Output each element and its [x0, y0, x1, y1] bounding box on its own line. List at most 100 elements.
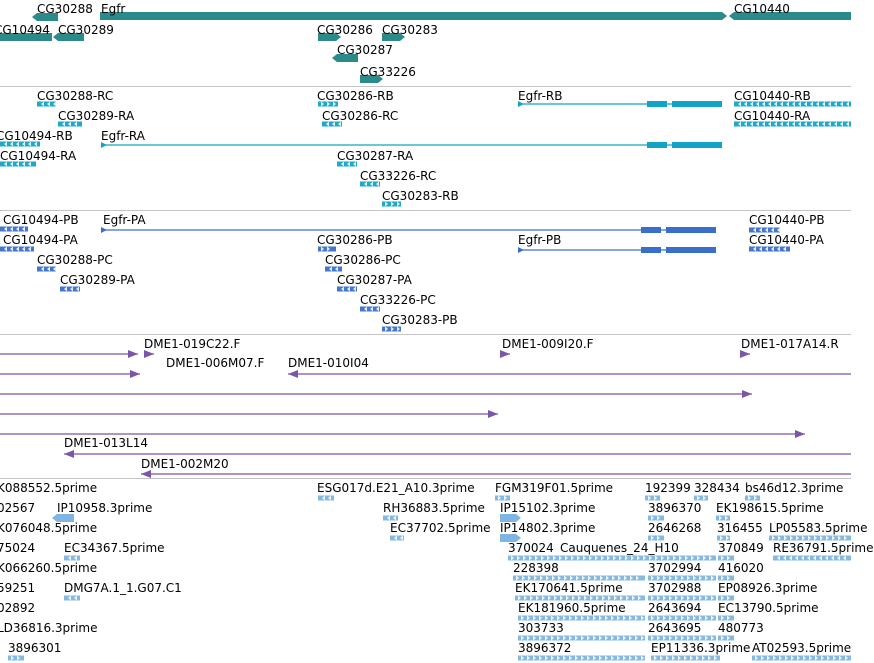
feature-glyph[interactable]	[0, 410, 498, 418]
feature-glyph[interactable]	[694, 495, 708, 501]
feature-label[interactable]: CG30286	[317, 23, 373, 37]
feature-label[interactable]: DME1-002M20	[141, 457, 229, 471]
feature-label[interactable]: CG33226	[360, 65, 416, 79]
feature-label[interactable]: 316455	[717, 521, 763, 535]
feature-label[interactable]: RE36791.5prime	[773, 541, 874, 555]
feature-label[interactable]: 2643695	[648, 621, 702, 635]
feature-glyph[interactable]	[729, 12, 851, 20]
feature-label[interactable]: 3896372	[518, 641, 572, 655]
feature-glyph[interactable]	[500, 534, 521, 542]
feature-glyph[interactable]	[518, 655, 645, 661]
feature-glyph[interactable]	[101, 142, 722, 148]
feature-glyph[interactable]	[0, 161, 36, 167]
feature-glyph[interactable]	[0, 390, 752, 398]
feature-label[interactable]: EK198615.5prime	[716, 501, 824, 515]
feature-label[interactable]: 3896301	[8, 641, 62, 655]
feature-glyph[interactable]	[8, 655, 24, 661]
feature-label[interactable]: 59251	[0, 581, 36, 595]
feature-label[interactable]: 370849	[718, 541, 764, 555]
feature-label[interactable]: ESG017d.E21_A10.3prime	[317, 481, 475, 495]
feature-glyph[interactable]	[360, 75, 383, 83]
feature-label[interactable]: CG30289	[58, 23, 114, 37]
feature-glyph[interactable]	[508, 555, 716, 561]
feature-glyph[interactable]	[37, 101, 56, 107]
feature-label[interactable]: CG33226-PC	[360, 293, 436, 307]
feature-label[interactable]: 480773	[718, 621, 764, 635]
feature-glyph[interactable]	[0, 141, 40, 147]
feature-label[interactable]: EK181960.5prime	[518, 601, 626, 615]
feature-glyph[interactable]	[383, 515, 398, 521]
feature-label[interactable]: 328434	[694, 481, 740, 495]
feature-label[interactable]: CG30286-PB	[317, 233, 393, 247]
feature-label[interactable]: CG10494-PB	[3, 213, 79, 227]
feature-glyph[interactable]	[390, 535, 404, 541]
feature-label[interactable]: 2643694	[648, 601, 702, 615]
feature-glyph[interactable]	[318, 33, 341, 41]
feature-label[interactable]: FGM319F01.5prime	[495, 481, 614, 495]
feature-label[interactable]: EP08926.3prime	[718, 581, 818, 595]
feature-label[interactable]: Egfr-PA	[103, 213, 146, 227]
feature-glyph[interactable]	[718, 615, 734, 621]
feature-label[interactable]: EC37702.5prime	[390, 521, 491, 535]
feature-label[interactable]: CG30288-PC	[37, 253, 113, 267]
feature-label[interactable]: Egfr	[101, 2, 126, 16]
feature-label[interactable]: Egfr-RA	[101, 129, 145, 143]
feature-label[interactable]: CG30286-PC	[325, 253, 401, 267]
feature-label[interactable]: DME1-009I20.F	[502, 337, 594, 351]
feature-label[interactable]: CG30289-PA	[60, 273, 135, 287]
feature-glyph[interactable]	[0, 226, 28, 232]
feature-label[interactable]: CG30287-PA	[337, 273, 412, 287]
feature-glyph[interactable]	[718, 635, 734, 641]
feature-glyph[interactable]	[500, 514, 521, 522]
feature-label[interactable]: 228398	[513, 561, 559, 575]
feature-glyph[interactable]	[734, 121, 851, 127]
feature-glyph[interactable]	[513, 575, 645, 581]
feature-label[interactable]: 3702988	[648, 581, 702, 595]
feature-label[interactable]: DME1-019C22.F	[144, 337, 241, 351]
feature-label[interactable]: CG30288-RC	[37, 89, 114, 103]
feature-label[interactable]: CG10494-RA	[0, 149, 77, 163]
feature-glyph[interactable]	[515, 595, 645, 601]
feature-label[interactable]: CG10440-RA	[734, 109, 811, 123]
feature-glyph[interactable]	[745, 495, 760, 501]
feature-glyph[interactable]	[648, 535, 664, 541]
feature-label[interactable]: CG10440-RB	[734, 89, 811, 103]
feature-label[interactable]: 3702994	[648, 561, 702, 575]
feature-label[interactable]: IP15102.3prime	[500, 501, 596, 515]
feature-glyph[interactable]	[718, 555, 734, 561]
feature-label[interactable]: CG30286-RC	[322, 109, 399, 123]
feature-glyph[interactable]	[64, 450, 851, 458]
feature-glyph[interactable]	[648, 615, 716, 621]
feature-label[interactable]: DME1-013L14	[64, 436, 148, 450]
feature-glyph[interactable]	[64, 595, 80, 601]
feature-label[interactable]: CG30288	[37, 2, 93, 16]
feature-glyph[interactable]	[773, 555, 851, 561]
feature-label[interactable]: K066260.5prime	[0, 561, 98, 575]
feature-glyph[interactable]	[37, 266, 56, 272]
feature-glyph[interactable]	[648, 515, 664, 521]
feature-glyph[interactable]	[718, 575, 734, 581]
feature-glyph[interactable]	[0, 33, 52, 41]
feature-label[interactable]: Egfr-RB	[518, 89, 563, 103]
feature-label[interactable]: CG33226-RC	[360, 169, 437, 183]
feature-glyph[interactable]	[58, 121, 82, 127]
feature-label[interactable]: CG10494-PA	[3, 233, 78, 247]
feature-glyph[interactable]	[337, 161, 357, 167]
feature-glyph[interactable]	[518, 247, 716, 253]
feature-glyph[interactable]	[318, 495, 334, 501]
feature-glyph[interactable]	[495, 495, 510, 501]
feature-label[interactable]: LP05583.5prime	[769, 521, 868, 535]
feature-glyph[interactable]	[360, 181, 380, 187]
feature-label[interactable]: EC34367.5prime	[64, 541, 165, 555]
feature-label[interactable]: RH36883.5prime	[383, 501, 485, 515]
feature-label[interactable]: CG30283	[382, 23, 438, 37]
feature-label[interactable]: EC13790.5prime	[718, 601, 819, 615]
feature-glyph[interactable]	[648, 595, 716, 601]
feature-label[interactable]: DME1-010I04	[288, 356, 369, 370]
feature-glyph[interactable]	[718, 595, 734, 601]
feature-label[interactable]: DME1-017A14.R	[741, 337, 839, 351]
feature-glyph[interactable]	[500, 350, 510, 358]
feature-glyph[interactable]	[318, 101, 338, 107]
feature-label[interactable]: Cauquenes_24_H10	[560, 541, 679, 555]
feature-glyph[interactable]	[518, 615, 645, 621]
